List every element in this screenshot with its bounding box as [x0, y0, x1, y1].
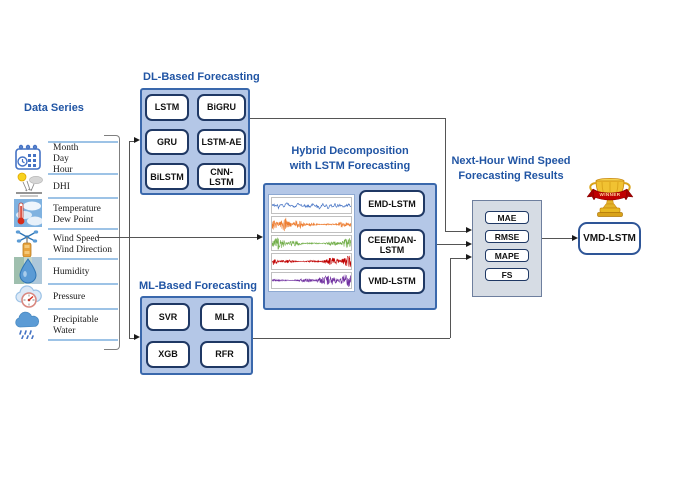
row-label: Precipitable Water [53, 314, 99, 336]
rain-cloud-icon [14, 310, 44, 344]
connector-ml-to-results [450, 257, 466, 259]
arrowhead [257, 233, 263, 240]
thermometer-icon [14, 199, 44, 232]
connector-ml-out-h [253, 337, 450, 339]
signal-plot-imf4 [271, 272, 352, 289]
arrowhead [466, 227, 472, 234]
row-label: Pressure [53, 292, 86, 302]
pressure-gauge-icon [14, 282, 44, 315]
winner-ribbon-text: WINNER [599, 192, 620, 197]
model-box-gru: GRU [145, 128, 189, 156]
connector-dl-out-h [250, 118, 445, 120]
model-box-lstm: LSTM [145, 94, 189, 121]
model-box-emd-lstm: EMD-LSTM [359, 190, 425, 217]
winner-model-box: VMD-LSTM [578, 222, 641, 255]
data-series-row-humidity: Humidity [48, 258, 118, 285]
metric-box-rmse: RMSE [485, 230, 529, 243]
model-box-vmd-lstm: VMD-LSTM [359, 267, 425, 294]
model-box-rfr: RFR [200, 340, 249, 368]
model-box-ceemdan-lstm: CEEMDAN-LSTM [359, 229, 425, 260]
data-series-title: Data Series [24, 102, 84, 114]
signal-plot-imf1 [271, 215, 352, 233]
connector-stem [129, 141, 131, 338]
data-series-row-pressure: Pressure [48, 283, 118, 310]
data-series-bracket [104, 135, 120, 350]
connector-results-to-winner [542, 238, 572, 240]
winner-trophy-icon: WINNER [585, 177, 635, 228]
calendar-icon [14, 144, 44, 176]
signal-plot-imf2 [271, 234, 352, 252]
arrowhead [466, 240, 472, 247]
data-series-row-dhi: DHI [48, 173, 118, 199]
data-series-row-precipitable-water: Precipitable Water [48, 308, 118, 341]
ml-forecasting-title: ML-Based Forecasting [139, 280, 257, 292]
connector-wind-to-hybrid [97, 237, 257, 239]
results-title: Next-Hour Wind Speed Forecasting Results [451, 155, 571, 182]
model-box-cnn-lstm: CNN-LSTM [197, 163, 246, 190]
data-series-row-wind: Wind Speed Wind Direction [48, 228, 118, 260]
model-box-svr: SVR [146, 303, 190, 331]
signal-plot-original [271, 197, 352, 214]
metric-box-mape: MAPE [485, 249, 529, 262]
row-label: Wind Speed Wind Direction [53, 234, 112, 255]
model-box-xgb: XGB [146, 340, 190, 368]
metric-box-mae: MAE [485, 211, 529, 224]
arrowhead [134, 334, 140, 341]
solar-irradiance-icon [14, 172, 44, 204]
row-label: Humidity [53, 267, 90, 277]
model-box-mlr: MLR [200, 303, 249, 331]
arrowhead [466, 254, 472, 261]
model-box-lstm-ae: LSTM-AE [197, 128, 246, 156]
connector-hybrid-to-results [437, 244, 466, 246]
connector-to-ml [129, 337, 135, 339]
connector-ml-out-v [449, 258, 451, 338]
decomposed-signals-panel [268, 194, 355, 292]
humidity-icon [14, 257, 44, 289]
arrowhead [134, 137, 140, 144]
dl-forecasting-title: DL-Based Forecasting [143, 71, 260, 83]
data-series-row-temperature: Temperature Dew Point [48, 197, 118, 230]
model-box-bilstm: BiLSTM [145, 163, 189, 190]
row-label: Month Day Hour [53, 142, 79, 175]
anemometer-icon [14, 229, 44, 263]
connector-dl-out-v [444, 118, 446, 231]
metric-box-fs: FS [485, 268, 529, 281]
hybrid-title: Hybrid Decomposition with LSTM Forecasti… [289, 145, 411, 172]
row-label: Temperature Dew Point [53, 203, 101, 225]
row-separator [48, 339, 118, 341]
connector-dl-to-results [445, 230, 466, 232]
signal-plot-imf3 [271, 253, 352, 271]
row-label: DHI [53, 181, 70, 192]
arrowhead [572, 234, 578, 241]
connector-to-dl [129, 140, 135, 142]
data-series-row-time: Month Day Hour [48, 141, 118, 175]
model-box-bigru: BiGRU [197, 94, 246, 121]
